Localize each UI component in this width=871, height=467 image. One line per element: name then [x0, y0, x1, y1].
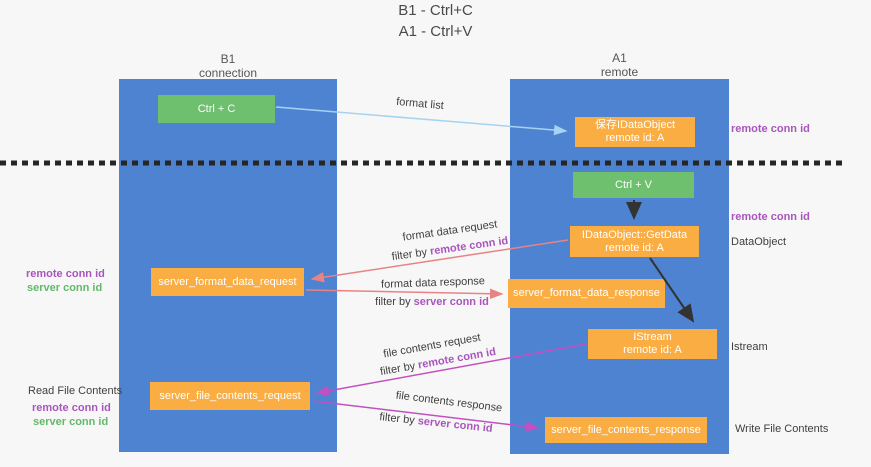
node-server-format-data-request-label: server_format_data_request — [158, 275, 297, 288]
annotation-remote-conn-id-mid: remote conn id — [731, 211, 810, 223]
node-save-idataobject-line1: 保存IDataObject — [594, 119, 676, 131]
node-ctrl-v: Ctrl + V — [573, 172, 694, 198]
filter-prefix: filter by — [375, 296, 414, 308]
annotation-left-remote-conn-id: remote conn id — [26, 268, 105, 280]
filter-key-server-conn-id: server conn id — [413, 296, 489, 308]
annotation-remote-conn-id-top: remote conn id — [731, 123, 810, 135]
node-istream-line1: IStream — [633, 331, 672, 343]
node-ctrl-c: Ctrl + C — [158, 95, 275, 123]
node-ctrl-v-label: Ctrl + V — [615, 178, 652, 191]
edge-label-format-data-response-filter: filter by server conn id — [375, 296, 489, 308]
node-save-idataobject-line2: remote id: A — [605, 132, 665, 144]
node-ctrl-c-label: Ctrl + C — [197, 102, 236, 115]
annotation-left-bottom-server-conn-id: server conn id — [33, 416, 109, 428]
annotation-read-file-contents: Read File Contents — [28, 385, 123, 397]
annotation-istream: Istream — [731, 341, 768, 353]
filter-prefix: filter by — [378, 411, 419, 428]
annotation-dataobject: DataObject — [731, 236, 787, 248]
node-server-file-contents-response-label: server_file_contents_response — [551, 423, 701, 436]
edge-label-file-contents-response: file contents response — [395, 389, 503, 415]
lane-b1-title: B1 — [220, 52, 236, 66]
annotation-write-file-contents: Write File Contents — [735, 423, 829, 435]
lane-b1-subtitle: connection — [198, 66, 258, 80]
node-server-format-data-request: server_format_data_request — [151, 268, 304, 296]
edge-label-format-list: format list — [395, 95, 445, 113]
filter-key-server-conn-id: server conn id — [417, 415, 494, 435]
node-server-format-data-response-label: server_format_data_response — [513, 287, 660, 299]
diagram-title-line2: A1 - Ctrl+V — [398, 23, 473, 40]
node-istream-line2: remote id: A — [623, 344, 682, 356]
node-idataobject-getdata-line1: IDataObject::GetData — [581, 228, 688, 241]
node-server-file-contents-request-label: server_file_contents_request — [159, 389, 301, 402]
lane-header-b1: B1 connection — [119, 52, 337, 80]
diagram-title: B1 - Ctrl+C A1 - Ctrl+V — [0, 0, 871, 42]
node-idataobject-getdata: IDataObject::GetData remote id: A — [570, 226, 699, 257]
edge-label-file-contents-response-filter: filter by server conn id — [379, 411, 493, 435]
lane-a1-title: A1 — [612, 51, 627, 65]
node-server-file-contents-request: server_file_contents_request — [150, 382, 310, 410]
node-server-file-contents-response: server_file_contents_response — [545, 417, 707, 443]
annotation-left-server-conn-id: server conn id — [27, 282, 103, 294]
node-istream: IStream remote id: A — [588, 329, 717, 359]
node-save-idataobject: 保存IDataObject remote id: A — [575, 117, 695, 147]
node-idataobject-getdata-line2: remote id: A — [605, 241, 664, 254]
node-server-format-data-response: server_format_data_response — [508, 279, 665, 308]
filter-prefix: filter by — [391, 245, 431, 264]
diagram-title-line1: B1 - Ctrl+C — [398, 2, 473, 19]
annotation-left-bottom-remote-conn-id: remote conn id — [32, 402, 111, 414]
edge-label-format-data-response: format data response — [380, 275, 486, 291]
filter-prefix: filter by — [379, 359, 420, 379]
lane-a1-subtitle: remote — [600, 65, 639, 79]
filter-key-remote-conn-id: remote conn id — [429, 234, 509, 258]
lane-header-a1: A1 remote — [510, 51, 729, 79]
